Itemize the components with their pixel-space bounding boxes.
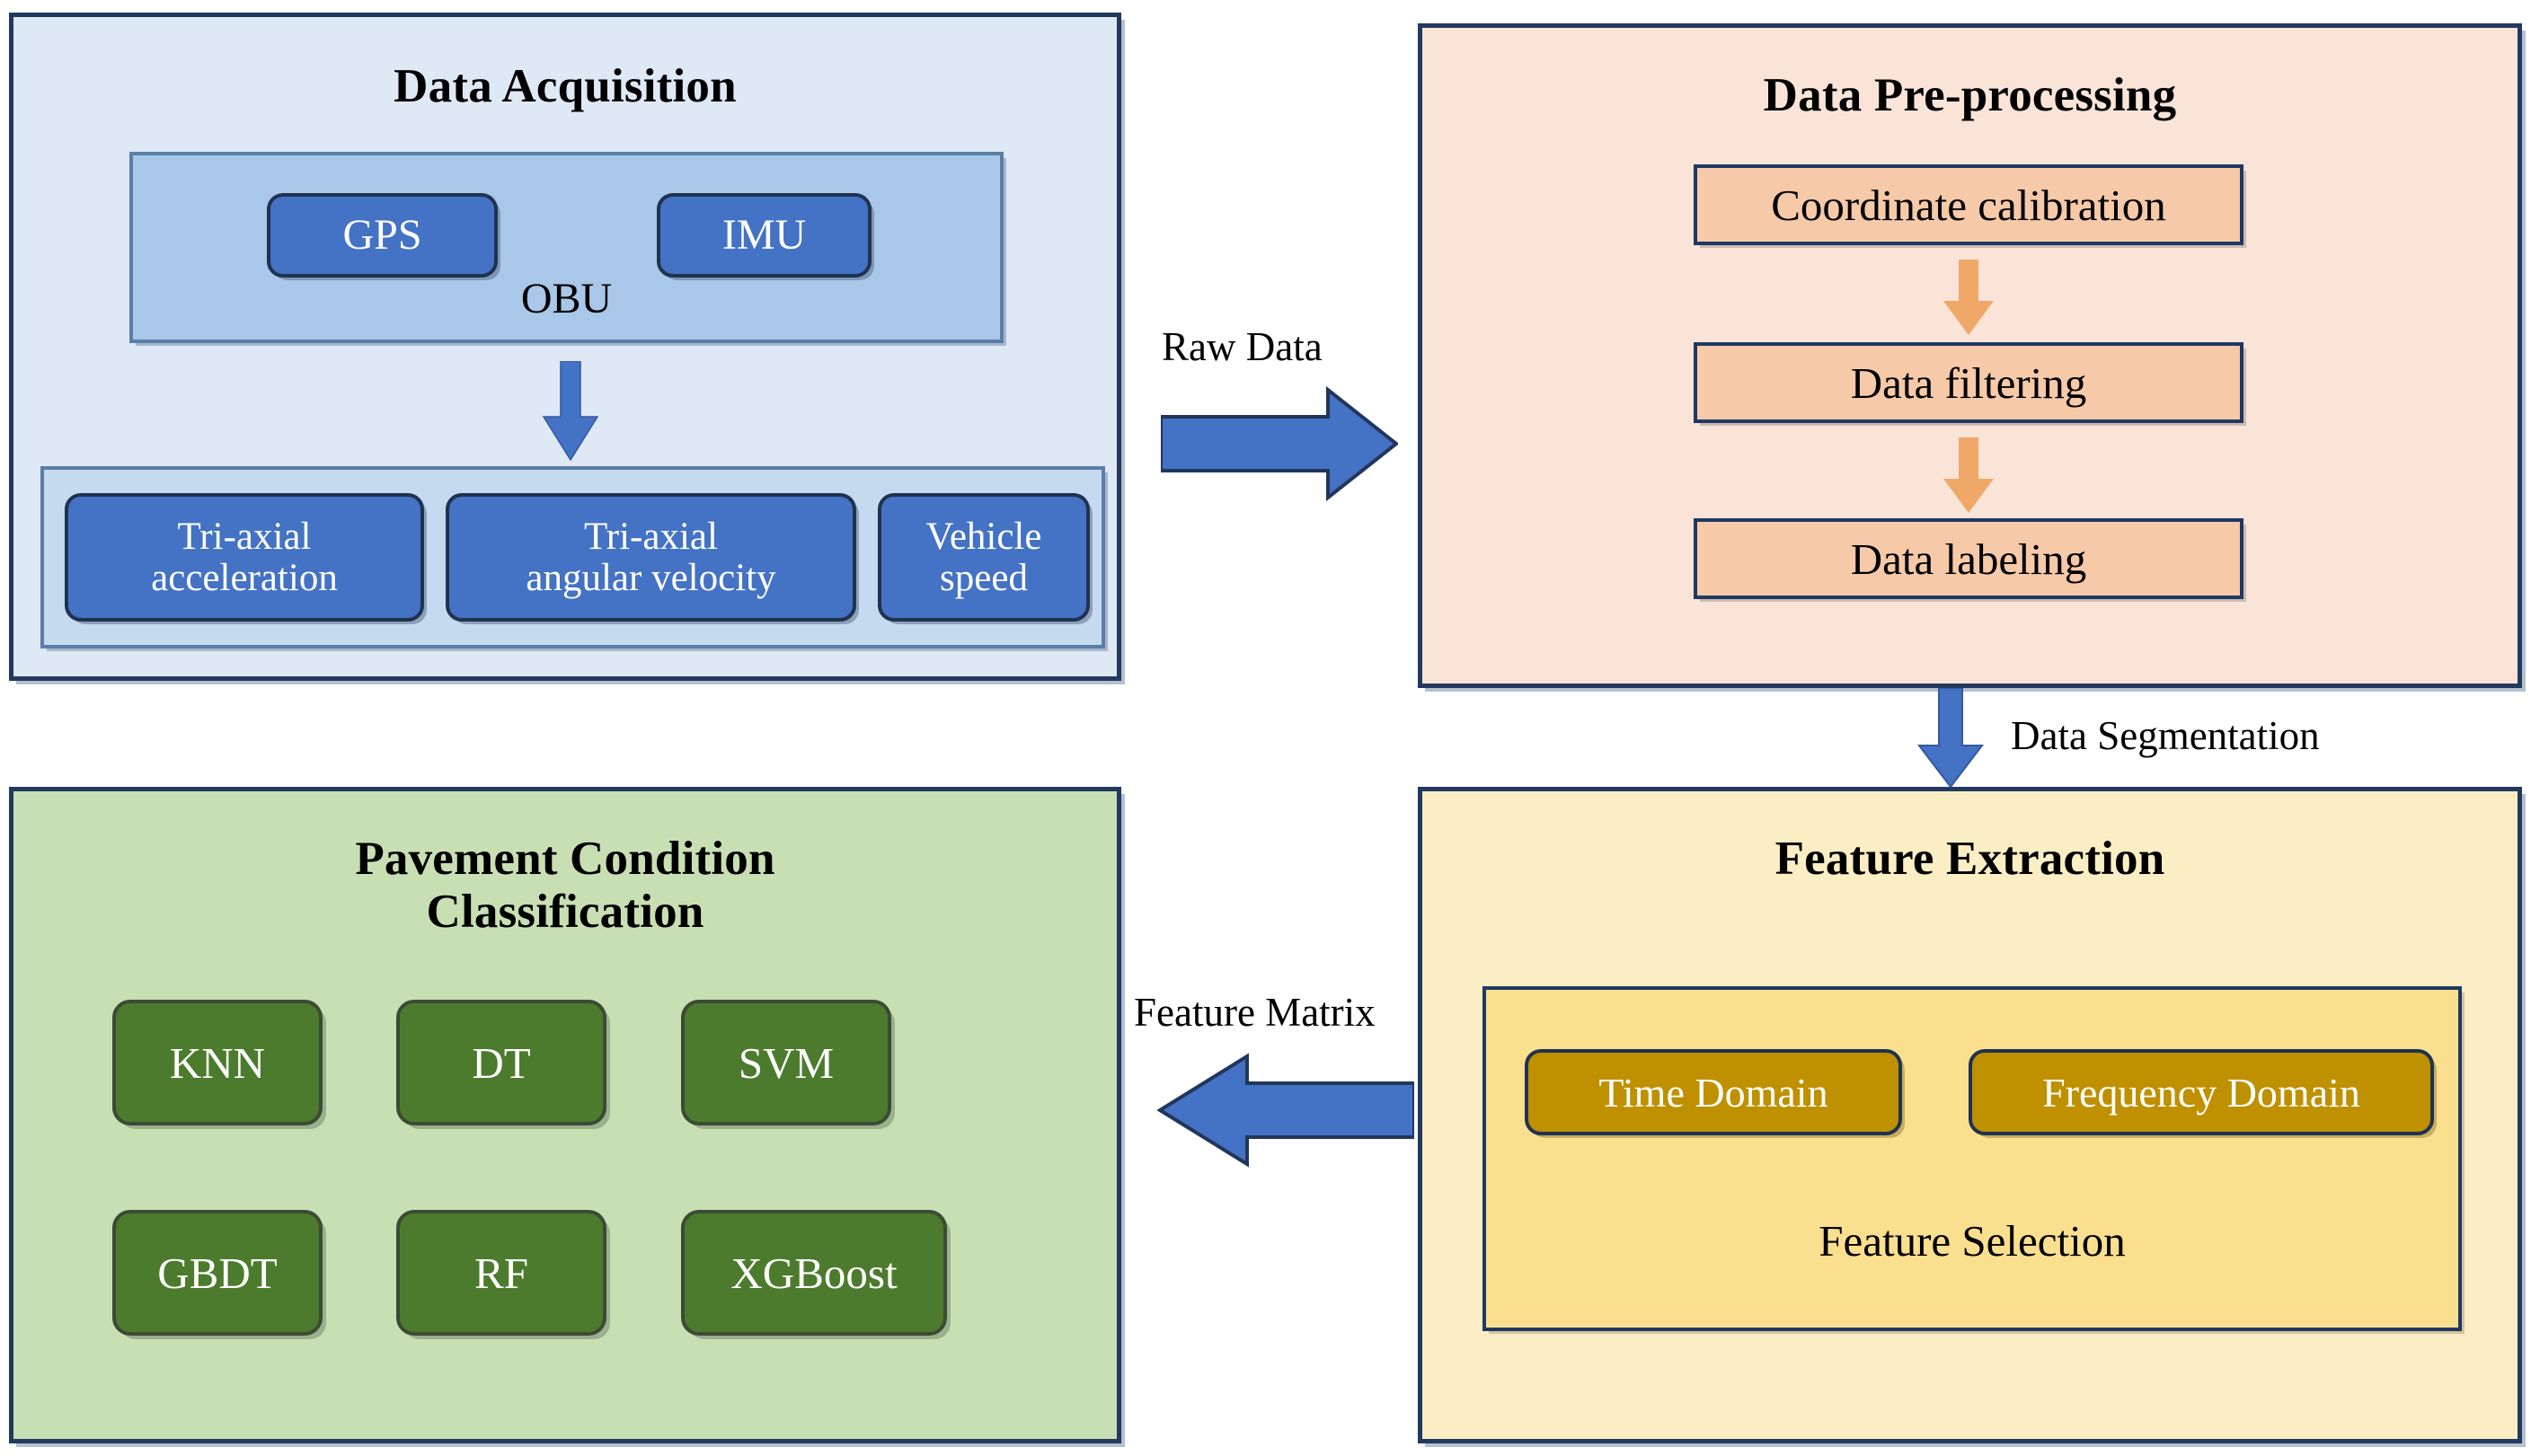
- arrow-right-icon-raw-data: [1161, 386, 1398, 501]
- connector-label-feature-matrix: Feature Matrix: [1134, 990, 1376, 1035]
- obu-label: OBU: [520, 275, 613, 322]
- step-data-filtering[interactable]: Data filtering: [1694, 342, 2243, 423]
- feature-selection-container: Time Domain Frequency Domain Feature Sel…: [1482, 986, 2462, 1331]
- model-knn[interactable]: KNN: [112, 1000, 323, 1125]
- panel-data-preprocessing: Data Pre-processing Coordinate calibrati…: [1418, 23, 2522, 688]
- feature-selection-label: Feature Selection: [1819, 1216, 2126, 1266]
- model-xgboost[interactable]: XGBoost: [681, 1210, 947, 1336]
- feature-time-domain[interactable]: Time Domain: [1525, 1049, 1902, 1135]
- sensor-imu[interactable]: IMU: [657, 193, 872, 278]
- arrow-down-icon-preprocessing-2: [1943, 437, 1994, 513]
- obu-container: GPS IMU OBU: [129, 152, 1004, 343]
- arrow-left-icon-feature-matrix: [1157, 1053, 1414, 1168]
- model-gbdt[interactable]: GBDT: [112, 1210, 323, 1336]
- model-svm[interactable]: SVM: [681, 1000, 891, 1125]
- sensor-gps[interactable]: GPS: [267, 193, 498, 278]
- panel-title-data-preprocessing: Data Pre-processing: [1763, 69, 2177, 121]
- connector-label-data-segmentation: Data Segmentation: [2011, 713, 2320, 758]
- panel-pavement-condition-classification: Pavement Condition Classification KNN DT…: [9, 787, 1121, 1443]
- panel-feature-extraction: Feature Extraction Time Domain Frequency…: [1418, 787, 2522, 1443]
- connector-label-raw-data: Raw Data: [1162, 324, 1323, 369]
- arrow-down-icon-preprocessing-1: [1943, 260, 1994, 335]
- panel-title-line-2: Classification: [426, 886, 704, 939]
- step-data-labeling[interactable]: Data labeling: [1694, 518, 2243, 599]
- arrow-down-icon-data-segmentation: [1916, 688, 1985, 789]
- arrow-down-icon-acquisition: [542, 361, 599, 462]
- panel-title-pavement-condition-classification: Pavement Condition Classification: [13, 833, 1117, 940]
- model-rf[interactable]: RF: [396, 1210, 606, 1336]
- step-coordinate-calibration[interactable]: Coordinate calibration: [1694, 164, 2243, 245]
- panel-title-feature-extraction: Feature Extraction: [1774, 833, 2165, 885]
- panel-title-data-acquisition: Data Acquisition: [394, 60, 737, 112]
- panel-title-line-1: Pavement Condition: [355, 833, 775, 885]
- model-dt[interactable]: DT: [396, 1000, 606, 1125]
- feature-frequency-domain[interactable]: Frequency Domain: [1969, 1049, 2434, 1135]
